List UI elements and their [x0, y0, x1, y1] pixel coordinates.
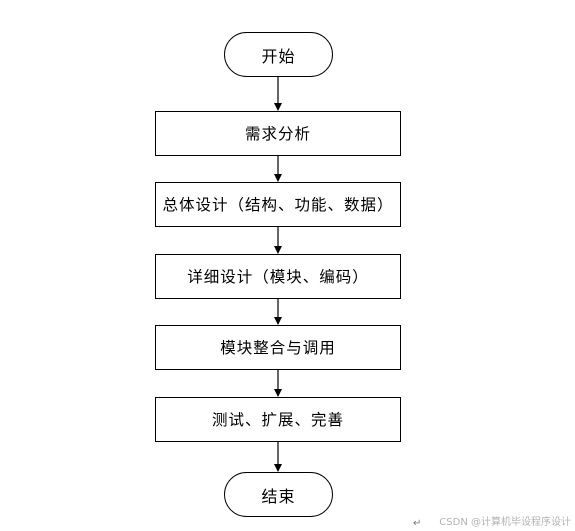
testing-label: 测试、扩展、完善 [211, 410, 344, 429]
detailed-design-label: 详细设计（模块、编码） [187, 267, 369, 286]
paragraph-mark: ↵ [413, 518, 422, 529]
requirements-analysis-label: 需求分析 [244, 124, 311, 143]
overall-design-label: 总体设计（结构、功能、数据） [162, 195, 394, 214]
start-terminal: 开始 [224, 32, 333, 77]
module-integration-step: 模块整合与调用 [155, 325, 401, 370]
testing-step: 测试、扩展、完善 [155, 397, 401, 442]
end-label: 结束 [261, 486, 296, 506]
end-terminal: 结束 [224, 472, 333, 517]
module-integration-label: 模块整合与调用 [220, 338, 336, 357]
detailed-design-step: 详细设计（模块、编码） [155, 254, 401, 299]
start-label: 开始 [261, 46, 296, 66]
requirements-analysis-step: 需求分析 [155, 111, 401, 156]
overall-design-step: 总体设计（结构、功能、数据） [155, 182, 401, 227]
watermark: CSDN @计算机毕设程序设计 [439, 517, 571, 528]
